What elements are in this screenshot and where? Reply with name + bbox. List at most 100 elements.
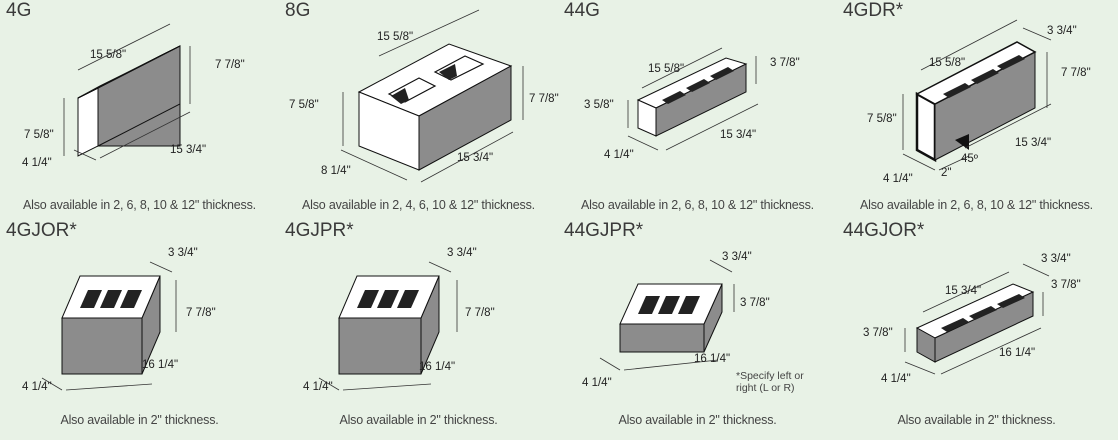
block-core [662, 91, 686, 104]
availability-caption: Also available in 2, 6, 8, 10 & 12" thic… [23, 198, 256, 212]
availability-caption: Also available in 2" thickness. [60, 413, 219, 427]
dim-depth-top: 3 3/4" [1047, 25, 1077, 37]
block-4gdr-drawing: 3 3/4" 15 5/8" 7 7/8" 7 5/8" 15 3/4" 45º… [867, 19, 1091, 185]
dim-length-bottom: 15 3/4" [457, 152, 493, 164]
block-end-face [77, 87, 99, 157]
dim-height-right: 7 7/8" [186, 307, 216, 319]
block-name: 4GDR* [843, 0, 904, 21]
dim-length-bottom: 16 1/4" [419, 361, 455, 373]
block-8g-drawing: 15 5/8" 7 7/8" 7 5/8" 8 1/4" 15 3/4" [289, 9, 559, 183]
block-44gjpr: 44GJPR* 3 3/4" 3 7/8" 16 1/4" 4 1/4" *Sp… [558, 220, 837, 440]
block-core [658, 296, 680, 314]
dim-length-bottom: 15 3/4" [720, 129, 756, 141]
dim-depth-top: 3 3/4" [1041, 253, 1071, 265]
block-core [941, 318, 969, 332]
block-front-face [338, 317, 422, 375]
dim-width: 4 1/4" [22, 157, 52, 169]
block-core [120, 290, 142, 308]
block-44g-drawing: 15 5/8" 3 7/8" 3 5/8" 4 1/4" 15 3/4" [584, 47, 800, 161]
dim-length-top: 15 5/8" [377, 31, 413, 43]
availability-caption: Also available in 2, 4, 6, 10 & 12" thic… [302, 198, 535, 212]
block-front-face [915, 91, 937, 163]
availability-caption: Also available in 2" thickness. [618, 413, 777, 427]
availability-caption: Also available in 2" thickness. [339, 413, 498, 427]
block-core [678, 296, 700, 314]
block-top-face [915, 41, 1037, 105]
dim-length-top: 15 3/4" [945, 285, 981, 297]
dim-width: 4 1/4" [22, 381, 52, 393]
dim-height-right: 7 7/8" [529, 93, 559, 105]
block-4gjor: 4GJOR* 3 3/4" 7 7/8" 16 1/4" 4 1/4" Also… [0, 220, 279, 440]
block-core [397, 290, 419, 308]
dim-length-top: 15 5/8" [929, 57, 965, 69]
block-4gjor-drawing: 3 3/4" 7 7/8" 16 1/4" 4 1/4" [22, 247, 216, 393]
block-4gjpr: 4GJPR* 3 3/4" 7 7/8" 16 1/4" 4 1/4" Also… [279, 220, 558, 440]
block-front-face [61, 317, 143, 375]
block-4gdr: 4GDR* 3 3/4" 15 5/8" 7 7/8" 7 5/8" 15 3/… [837, 0, 1116, 220]
dim-height-right: 7 7/8" [215, 59, 245, 71]
block-core [80, 290, 102, 308]
dim-depth-top: 3 3/4" [722, 251, 752, 263]
dim-width: 4 1/4" [881, 373, 911, 385]
dim-length-bottom: 16 1/4" [142, 359, 178, 371]
block-44gjor: 44GJOR* 3 3/4" 15 3/4" 3 7/8" 3 7/8" 16 … [837, 220, 1116, 440]
block-4g: 4G 15 5/8" 7 7/8" 7 5/8" 4 1/4" 15 3/4" … [0, 0, 279, 220]
block-core [997, 294, 1025, 308]
dim-height-left: 3 7/8" [863, 327, 893, 339]
dim-width: 4 1/4" [883, 173, 913, 185]
block-notch [955, 134, 969, 150]
block-name: 44GJPR* [564, 220, 644, 241]
dim-height-left: 3 5/8" [584, 99, 614, 111]
dim-notch: 2" [941, 167, 951, 179]
block-44gjpr-drawing: 3 3/4" 3 7/8" 16 1/4" 4 1/4" [582, 251, 770, 389]
block-core [638, 296, 660, 314]
block-name: 4G [6, 0, 32, 21]
block-front-face [619, 323, 705, 353]
block-name: 44GJOR* [843, 220, 925, 241]
block-core [686, 79, 710, 92]
dim-length-bottom: 15 3/4" [1015, 137, 1051, 149]
dim-length-bottom: 15 3/4" [170, 144, 206, 156]
block-44g: 44G 15 5/8" 3 7/8" 3 5/8" 4 1/4" 15 3/4"… [558, 0, 837, 220]
dim-height-right: 3 7/8" [1051, 279, 1081, 291]
block-name: 4GJPR* [285, 220, 354, 241]
dim-height-right: 3 7/8" [740, 297, 770, 309]
dim-height-right: 7 7/8" [1061, 67, 1091, 79]
block-core [710, 67, 734, 80]
dim-width: 8 1/4" [321, 165, 351, 177]
block-side-face [418, 65, 512, 171]
dim-height-right: 7 7/8" [465, 307, 495, 319]
dim-length-top: 15 5/8" [648, 63, 684, 75]
block-core [377, 290, 399, 308]
dim-height-left: 7 5/8" [867, 113, 897, 125]
availability-caption: Also available in 2, 6, 8, 10 & 12" thic… [581, 198, 814, 212]
block-8g: 8G 15 5/8" 7 7/8" 7 5/8" 8 1/4" 15 3/4" … [279, 0, 559, 220]
specify-note-line: *Specify left or [736, 370, 804, 382]
block-44gjor-drawing: 3 3/4" 15 3/4" 3 7/8" 3 7/8" 16 1/4" 4 1… [863, 253, 1081, 385]
block-4gjpr-drawing: 3 3/4" 7 7/8" 16 1/4" 4 1/4" [303, 247, 495, 393]
availability-caption: Also available in 2" thickness. [897, 413, 1056, 427]
block-core [100, 290, 122, 308]
block-name: 8G [285, 0, 311, 21]
block-4g-drawing: 15 5/8" 7 7/8" 7 5/8" 4 1/4" 15 3/4" [22, 23, 245, 169]
dim-depth-top: 3 3/4" [447, 247, 477, 259]
block-core [969, 306, 997, 320]
dim-width: 4 1/4" [604, 149, 634, 161]
block-core [943, 83, 971, 98]
dim-height-left: 7 5/8" [24, 129, 54, 141]
dim-height-right: 3 7/8" [770, 57, 800, 69]
block-core [357, 290, 379, 308]
dim-angle: 45º [961, 153, 979, 165]
block-core [971, 69, 999, 84]
dim-width: 4 1/4" [303, 381, 333, 393]
block-name: 4GJOR* [6, 220, 77, 241]
block-side-face [934, 291, 1034, 363]
dim-height-left: 7 5/8" [289, 99, 319, 111]
dim-length-bottom: 16 1/4" [999, 347, 1035, 359]
availability-caption: Also available in 2, 6, 8, 10 & 12" thic… [860, 198, 1093, 212]
dim-length-top: 15 5/8" [90, 49, 126, 61]
block-core [997, 55, 1025, 70]
block-name: 44G [564, 0, 600, 21]
dim-depth-top: 3 3/4" [168, 247, 198, 259]
specify-note-line: right (L or R) [736, 382, 795, 394]
